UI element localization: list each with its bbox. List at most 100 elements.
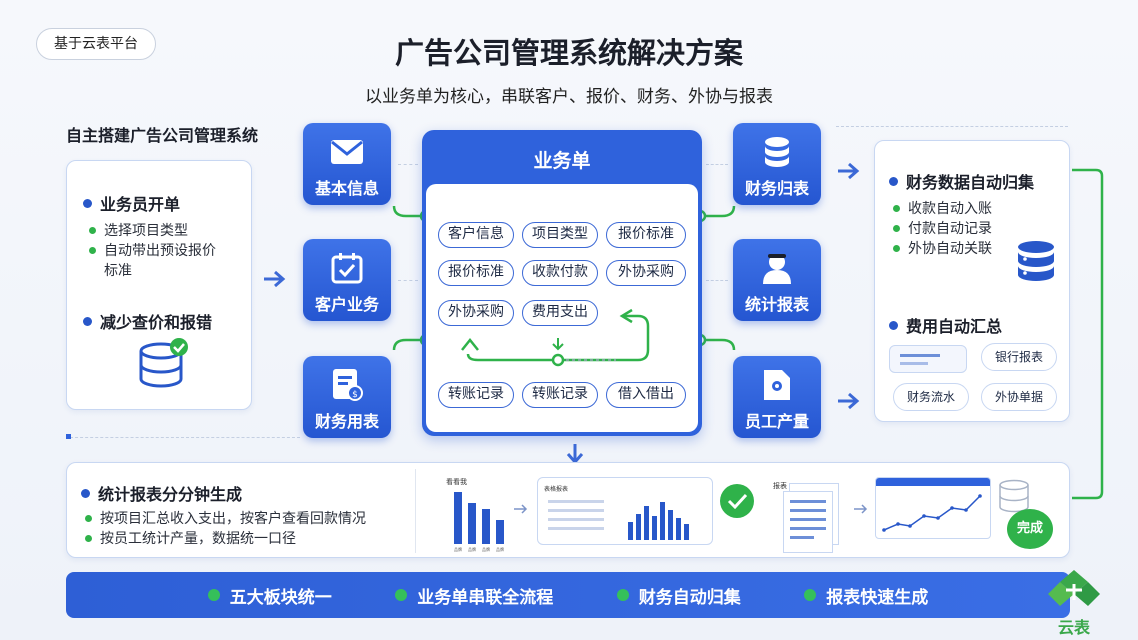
logo-mark-icon	[1048, 570, 1100, 606]
module-label: 员工产量	[744, 412, 809, 431]
block1-title: 业务员开单	[83, 191, 180, 215]
arrow-right-icon	[264, 270, 286, 288]
svg-text:品牌: 品牌	[454, 546, 462, 552]
right-panel: 财务数据自动归集 收款自动入账 付款自动记录 外协自动关联 费用自动汇总 银行报…	[874, 140, 1070, 422]
dashed-divider	[836, 126, 1068, 127]
green-dot	[616, 589, 629, 601]
pill-project-type[interactable]: 项目类型	[522, 222, 598, 248]
module-finance-forms[interactable]: $ 财务用表	[303, 356, 391, 438]
right-block1-title: 财务数据自动归集	[889, 169, 1034, 193]
bar-chart-svg	[628, 502, 689, 540]
report-title: 表格报表	[544, 486, 569, 493]
list-item: 外协自动关联	[893, 239, 992, 259]
line-chart-svg	[882, 494, 982, 532]
svg-text:品牌: 品牌	[496, 546, 504, 552]
green-dot	[395, 589, 408, 601]
svg-text:品牌: 品牌	[468, 546, 476, 552]
arrow-right-icon	[514, 504, 528, 514]
connector-line	[706, 164, 728, 165]
footer-item: 业务单串联全流程	[395, 583, 553, 608]
module-label: 财务用表	[314, 412, 379, 431]
database-check-icon	[139, 338, 188, 388]
footer-item: 财务自动归集	[616, 583, 741, 608]
done-badge: 完成	[1007, 509, 1053, 549]
brand-logo: 云表	[1046, 568, 1102, 637]
module-customer-business[interactable]: 客户业务	[303, 239, 391, 321]
table-report-preview: 表格报表	[537, 477, 713, 545]
stats-list: 按项目汇总收入支出，按客户查看回款情况 按员工统计产量，数据统一口径	[85, 509, 366, 549]
arrow-right-icon	[838, 162, 860, 180]
pill-quote-standard[interactable]: 报价标准	[438, 260, 514, 286]
block2-title: 减少查价和报错	[83, 309, 212, 333]
mini-bank-report[interactable]: 银行报表	[981, 343, 1057, 371]
bullet-dot	[81, 488, 90, 498]
user-icon	[757, 249, 797, 287]
module-employee-output[interactable]: 员工产量	[733, 356, 821, 438]
module-finance-archive[interactable]: 财务归表	[733, 123, 821, 205]
pill-receipts-payments[interactable]: 收款付款	[522, 260, 598, 286]
divider-marker	[66, 434, 71, 439]
bullet-dot	[889, 176, 898, 186]
mini-form-preview	[889, 345, 967, 373]
mini-finance-flow[interactable]: 财务流水	[893, 383, 969, 411]
green-dot	[207, 589, 220, 601]
pill-outsourcing[interactable]: 外协采购	[606, 260, 686, 286]
bar-chart-preview: 看看我 品牌 品牌 品牌 品牌	[415, 469, 511, 553]
pill-customer-info[interactable]: 客户信息	[438, 222, 514, 248]
mini-outsourcing-docs[interactable]: 外协单据	[981, 383, 1057, 411]
bullet-dot	[83, 316, 92, 326]
block1-list: 选择项目类型 自动带出预设报价 标准	[89, 221, 216, 281]
green-loop-flow	[461, 308, 650, 367]
footer-summary-bar: 五大板块统一 业务单串联全流程 财务自动归集 报表快速生成	[66, 572, 1070, 618]
bullet-dot	[83, 198, 92, 208]
pill-outsourcing[interactable]: 外协采购	[438, 300, 514, 326]
pill-expenses[interactable]: 费用支出	[522, 300, 598, 326]
footer-item: 五大板块统一	[207, 583, 332, 608]
report-title: 报表	[773, 482, 787, 490]
arrow-right-icon	[854, 504, 868, 514]
business-order-panel: 业务单 客户信息 项目类型 报价标准 报价标准 收款付款 外协采购 外协采购 费…	[422, 130, 702, 436]
left-panel: 业务员开单 选择项目类型 自动带出预设报价 标准 减少查价和报错	[66, 160, 252, 410]
list-item: 自动带出预设报价	[89, 241, 216, 261]
bullet-dot	[889, 320, 898, 330]
calendar-check-icon	[327, 249, 367, 287]
svg-text:品牌: 品牌	[482, 546, 490, 552]
module-label: 财务归表	[744, 179, 809, 198]
list-item: 按项目汇总收入支出，按客户查看回款情况	[85, 509, 366, 529]
list-item: 付款自动记录	[893, 219, 992, 239]
dashed-divider	[70, 437, 300, 438]
pill-transfer-record[interactable]: 转账记录	[438, 382, 514, 408]
page-title: 广告公司管理系统解决方案	[394, 36, 743, 70]
business-order-body: 客户信息 项目类型 报价标准 报价标准 收款付款 外协采购 外协采购 费用支出 …	[426, 184, 698, 432]
envelope-icon	[327, 133, 367, 171]
connector-line	[706, 280, 728, 281]
arrow-right-icon	[838, 392, 860, 410]
module-statistics[interactable]: 统计报表	[733, 239, 821, 321]
stats-title: 统计报表分分钟生成	[81, 481, 242, 505]
page-subtitle: 以业务单为核心，串联客户、报价、财务、外协与报表	[365, 87, 773, 107]
right-block2-title: 费用自动汇总	[889, 313, 1002, 337]
pill-quote-standard[interactable]: 报价标准	[606, 222, 686, 248]
green-bracket-flow	[1072, 168, 1104, 500]
platform-tag: 基于云表平台	[36, 28, 156, 60]
list-item-continued: 标准	[104, 263, 132, 279]
database-icon	[757, 133, 797, 171]
svg-text:$: $	[352, 390, 358, 400]
module-label: 基本信息	[314, 179, 379, 198]
connector-line	[398, 164, 418, 165]
pill-transfer-record[interactable]: 转账记录	[522, 382, 598, 408]
finance-doc-icon: $	[327, 366, 367, 404]
report-doc-preview: 报表	[767, 469, 847, 553]
logo-text: 云表	[1057, 618, 1090, 637]
pill-borrow-lend[interactable]: 借入借出	[606, 382, 686, 408]
list-item: 选择项目类型	[89, 221, 216, 241]
list-item: 收款自动入账	[893, 199, 992, 219]
check-circle-icon	[720, 484, 754, 518]
module-basic-info[interactable]: 基本信息	[303, 123, 391, 205]
bar-chart-svg: 品牌 品牌 品牌 品牌	[454, 492, 504, 552]
connector-line	[398, 280, 418, 281]
stats-panel: 统计报表分分钟生成 按项目汇总收入支出，按客户查看回款情况 按员工统计产量，数据…	[66, 462, 1070, 558]
green-dot	[804, 589, 817, 601]
list-item: 按员工统计产量，数据统一口径	[85, 529, 366, 549]
database-icon	[1018, 241, 1054, 281]
